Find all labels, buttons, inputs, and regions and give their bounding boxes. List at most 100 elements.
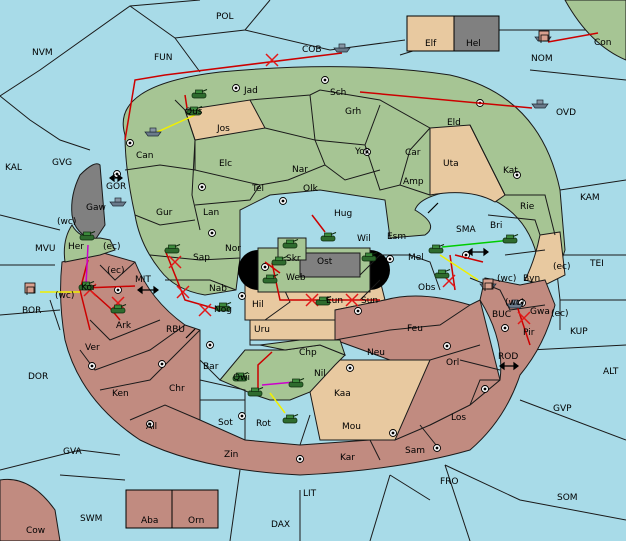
label-wc4: (wc) <box>505 298 524 308</box>
label-swm: SWM <box>80 514 102 524</box>
label-gva: GVA <box>63 447 83 457</box>
label-kaa: Kaa <box>334 389 351 399</box>
label-ovd: OVD <box>556 108 576 118</box>
label-gvp: GVP <box>553 404 572 414</box>
label-gwa: Gwa <box>530 307 550 317</box>
label-dor: DOR <box>28 372 48 382</box>
label-hug: Hug <box>334 209 352 219</box>
label-gor: GOR <box>106 182 126 192</box>
label-fun: FUN <box>154 53 173 63</box>
label-chp: Chp <box>299 348 317 358</box>
label-grh: Grh <box>345 107 361 117</box>
label-rod: ROD <box>498 352 518 362</box>
label-web: Web <box>286 273 306 283</box>
label-elf: Elf <box>425 39 437 49</box>
label-gaw: Gaw <box>86 203 106 213</box>
label-mel: Mel <box>408 253 424 263</box>
label-obs: Obs <box>418 283 436 293</box>
label-esm: Esm <box>387 232 406 242</box>
label-wil: Wil <box>357 234 371 244</box>
label-aba: Aba <box>141 516 158 526</box>
label-bar: Bar <box>203 362 219 372</box>
province-labels: POL NVM FUN COB NOM Con OVD KAL GVG KAM … <box>5 12 619 536</box>
label-nar: Nar <box>292 165 308 175</box>
label-qwi: Qwi <box>233 373 250 383</box>
label-elc: Elc <box>219 159 232 169</box>
label-nvm: NVM <box>32 48 53 58</box>
label-olk: Olk <box>303 184 319 194</box>
label-nil: Nil <box>314 369 326 379</box>
label-ec2: (ec) <box>553 262 571 272</box>
label-zin: Zin <box>224 450 238 460</box>
label-mit: MIT <box>135 275 151 285</box>
label-jos: Jos <box>216 124 230 134</box>
label-pir: Pir <box>523 328 535 338</box>
label-mou: Mou <box>342 422 361 432</box>
label-som: SOM <box>557 493 578 503</box>
label-feu: Feu <box>407 324 423 334</box>
label-tei: TEI <box>589 259 604 269</box>
label-uta: Uta <box>443 159 459 169</box>
coast-connectors <box>109 173 519 371</box>
label-sam: Sam <box>405 446 425 456</box>
label-nom: NOM <box>531 54 553 64</box>
label-kam: KAM <box>580 193 600 203</box>
label-amp: Amp <box>403 177 424 187</box>
label-mvu: MVU <box>35 244 56 254</box>
label-ec1: (ec) <box>103 242 121 252</box>
label-gvg: GVG <box>52 158 72 168</box>
label-bor: BOR <box>22 306 41 316</box>
hold-order <box>441 239 513 248</box>
label-pol: POL <box>216 12 234 22</box>
label-ec4: (ec) <box>551 309 569 319</box>
label-can: Can <box>136 151 154 161</box>
label-dax: DAX <box>271 520 290 530</box>
label-nor: Nor <box>225 244 241 254</box>
label-orl: Orl <box>446 358 459 368</box>
label-sma: SMA <box>456 225 476 235</box>
label-wc2: (wc) <box>497 274 516 284</box>
label-rie: Rie <box>520 202 535 212</box>
label-los: Los <box>451 413 466 423</box>
label-wc3: (wc) <box>55 291 74 301</box>
province-borders <box>79 89 556 461</box>
label-rbu: RBU <box>166 325 185 335</box>
label-nog: Nog <box>214 305 232 315</box>
label-tel: Tel <box>251 184 264 194</box>
label-ost: Ost <box>317 257 333 267</box>
label-kal: KAL <box>5 163 22 173</box>
label-gur: Gur <box>156 208 173 218</box>
label-rot: Rot <box>256 419 271 429</box>
label-cow: Cow <box>26 526 45 536</box>
label-buc: BUC <box>492 310 511 320</box>
label-wc1: (wc) <box>57 217 76 227</box>
label-yok: Yok <box>354 147 371 157</box>
label-neu: Neu <box>367 348 385 358</box>
label-fro: FRO <box>440 477 459 487</box>
label-sap: Sap <box>193 253 210 263</box>
label-jad: Jad <box>243 86 258 96</box>
label-her: Her <box>68 242 84 252</box>
label-ark: Ark <box>116 321 132 331</box>
label-kup: KUP <box>570 327 588 337</box>
label-alt: ALT <box>603 367 619 377</box>
support-orders <box>40 114 479 414</box>
label-sch: Sch <box>330 88 346 98</box>
label-eun: Eun <box>326 296 343 306</box>
label-ver: Ver <box>85 343 100 353</box>
label-hel: Hel <box>466 39 481 49</box>
label-bri: Bri <box>490 221 502 231</box>
label-kor: Kor <box>81 283 96 293</box>
label-lan: Lan <box>203 208 219 218</box>
label-skr: Skr <box>286 254 301 264</box>
move-orders <box>79 32 599 388</box>
label-nab: Nab <box>209 284 227 294</box>
label-uru: Uru <box>254 325 270 335</box>
label-qus: Qus <box>185 107 203 117</box>
label-orn: Orn <box>188 516 204 526</box>
label-kat: Kat <box>503 166 518 176</box>
label-ken: Ken <box>112 389 129 399</box>
label-sun: Sun <box>361 296 378 306</box>
label-ail: Ail <box>146 422 157 432</box>
